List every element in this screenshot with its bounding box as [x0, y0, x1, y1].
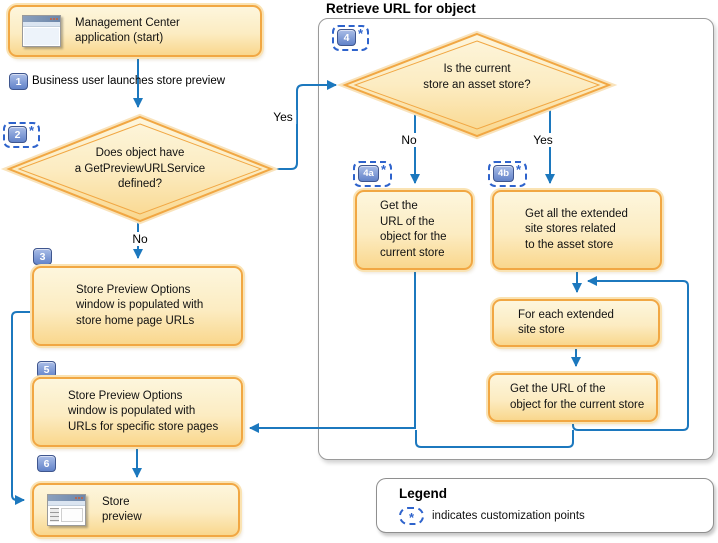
step5-label: Store Preview Options window is populate… — [68, 389, 219, 433]
asterisk-icon: * — [358, 26, 364, 41]
connector-loop-exit — [415, 430, 574, 448]
step4a-node: Get the URL of the object for the curren… — [355, 190, 473, 270]
decision2-label: Does object have a GetPreviewURLService … — [74, 147, 206, 190]
step1-label: Business user launches store preview — [32, 75, 226, 87]
step4a-label: Get the URL of the object for the curren… — [380, 200, 447, 259]
step6-label: Store preview — [102, 495, 142, 524]
step6-node: Store preview — [32, 483, 240, 537]
start-node: Management Center application (start) — [8, 5, 262, 57]
step4a-badge: 4a — [358, 165, 379, 182]
connector-decision2-yes-to-decision4 — [271, 80, 337, 170]
foreach-node: For each extended site store — [492, 299, 660, 347]
step4b-label: Get all the extended site stores related… — [525, 207, 628, 251]
step4-badge: 4 — [337, 29, 356, 46]
step3-label: Store Preview Options window is populate… — [76, 283, 204, 327]
decision2-no-label: No — [129, 232, 151, 246]
decision4-diamond — [336, 30, 618, 140]
step2-badge: 2 — [8, 126, 27, 143]
step3-badge: 3 — [33, 248, 52, 265]
legend-item-text: indicates customization points — [432, 510, 585, 522]
connector-loop-back — [572, 276, 689, 431]
legend-box: Legend * indicates customization points — [376, 478, 714, 533]
step1-badge: 1 — [9, 73, 28, 90]
legend-title: Legend — [399, 486, 448, 501]
start-node-label: Management Center application (start) — [75, 16, 180, 45]
decision2-yes-label: Yes — [270, 110, 296, 124]
store-preview-window-icon — [47, 494, 86, 526]
step5-badge: 5 — [37, 361, 56, 378]
step6-badge: 6 — [37, 455, 56, 472]
customization-point-icon: * — [399, 507, 424, 525]
step4b-badge: 4b — [493, 165, 514, 182]
foreach-label: For each extended site store — [518, 308, 614, 337]
connector-step3-to-step6 — [11, 311, 32, 505]
panel-title: Retrieve URL for object — [326, 1, 476, 16]
asterisk-icon: * — [29, 123, 35, 138]
step4a-customization-badge: 4a * — [353, 161, 393, 187]
asterisk-icon: * — [516, 162, 522, 177]
decision4-yes-label: Yes — [530, 133, 556, 147]
step4b-node: Get all the extended site stores related… — [492, 190, 662, 270]
step4-customization-badge: 4 * — [332, 25, 370, 51]
step2-customization-badge: 2 * — [3, 122, 41, 148]
decision2-diamond — [0, 113, 280, 225]
geturl-node: Get the URL of the object for the curren… — [488, 373, 658, 422]
connector-step4a-to-step5 — [249, 270, 416, 433]
app-window-icon — [22, 15, 61, 47]
decision4-no-label: No — [398, 133, 420, 147]
step5-node: Store Preview Options window is populate… — [32, 377, 243, 447]
step4b-customization-badge: 4b * — [488, 161, 528, 187]
geturl-label: Get the URL of the object for the curren… — [510, 383, 645, 411]
legend-item: * indicates customization points — [399, 507, 585, 525]
step3-node: Store Preview Options window is populate… — [32, 266, 243, 346]
asterisk-icon: * — [381, 162, 387, 177]
decision4-label: Is the current store an asset store? — [423, 63, 531, 91]
